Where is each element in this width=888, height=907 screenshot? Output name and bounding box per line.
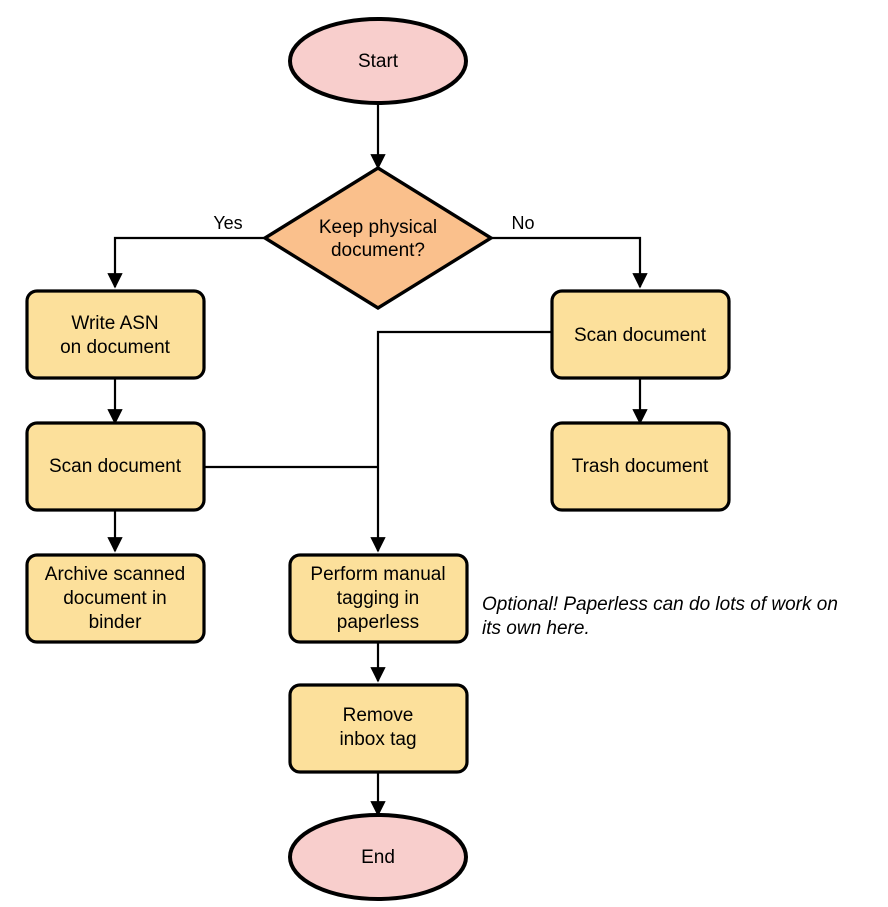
node-decision-keep-physical-document[interactable]: Keep physical document?: [261, 166, 495, 310]
archive-label-line2: document in: [63, 588, 167, 609]
edge-scan-right-to-tagging: [370, 330, 552, 553]
scan-right-label: Scan document: [574, 325, 707, 346]
decision-label-line1: Keep physical: [319, 217, 437, 238]
start-ellipse: [288, 17, 468, 105]
annotation-line1: Optional! Paperless can do lots of work …: [482, 594, 838, 615]
node-trash-document[interactable]: Trash document: [550, 421, 731, 512]
edge-label-yes: Yes: [213, 213, 242, 233]
annotation-optional-note: Optional! Paperless can do lots of work …: [482, 594, 838, 639]
remove-inbox-box: [288, 683, 469, 774]
tagging-label-line3: paperless: [337, 612, 419, 633]
decision-label-line2: document?: [331, 240, 425, 261]
edge-label-no: No: [511, 213, 534, 233]
node-write-asn[interactable]: Write ASN on document: [25, 289, 206, 380]
annotation-line2: its own here.: [482, 618, 590, 639]
archive-label-line3: binder: [89, 612, 142, 633]
node-end[interactable]: End: [288, 813, 468, 901]
remove-inbox-label-line1: Remove: [343, 705, 414, 726]
end-label: End: [361, 847, 395, 868]
scan-left-label: Scan document: [49, 456, 182, 477]
tagging-label-line2: tagging in: [337, 588, 419, 609]
decision-diamond: [261, 166, 495, 310]
node-scan-document-left[interactable]: Scan document: [25, 421, 206, 512]
node-archive-scanned-document[interactable]: Archive scanned document in binder: [25, 553, 206, 644]
tagging-label-line1: Perform manual: [310, 564, 445, 585]
remove-inbox-label-line2: inbox tag: [339, 729, 416, 750]
end-ellipse: [288, 813, 468, 901]
start-label: Start: [358, 51, 399, 72]
node-remove-inbox-tag[interactable]: Remove inbox tag: [288, 683, 469, 774]
trash-label: Trash document: [572, 456, 709, 477]
edge-decision-yes-to-write-asn: [107, 236, 265, 289]
node-start[interactable]: Start: [288, 17, 468, 105]
write-asn-label-line2: on document: [60, 337, 171, 358]
trash-box: [550, 421, 731, 512]
scan-right-box: [550, 289, 731, 380]
archive-box: [25, 553, 206, 644]
archive-label-line1: Archive scanned: [45, 564, 185, 585]
node-perform-manual-tagging[interactable]: Perform manual tagging in paperless: [288, 553, 469, 644]
edge-decision-no-to-scan-right: [491, 236, 648, 289]
write-asn-label-line1: Write ASN: [71, 313, 158, 334]
tagging-box: [288, 553, 469, 644]
scan-left-box: [25, 421, 206, 512]
node-scan-document-right[interactable]: Scan document: [550, 289, 731, 380]
write-asn-box: [25, 289, 206, 380]
